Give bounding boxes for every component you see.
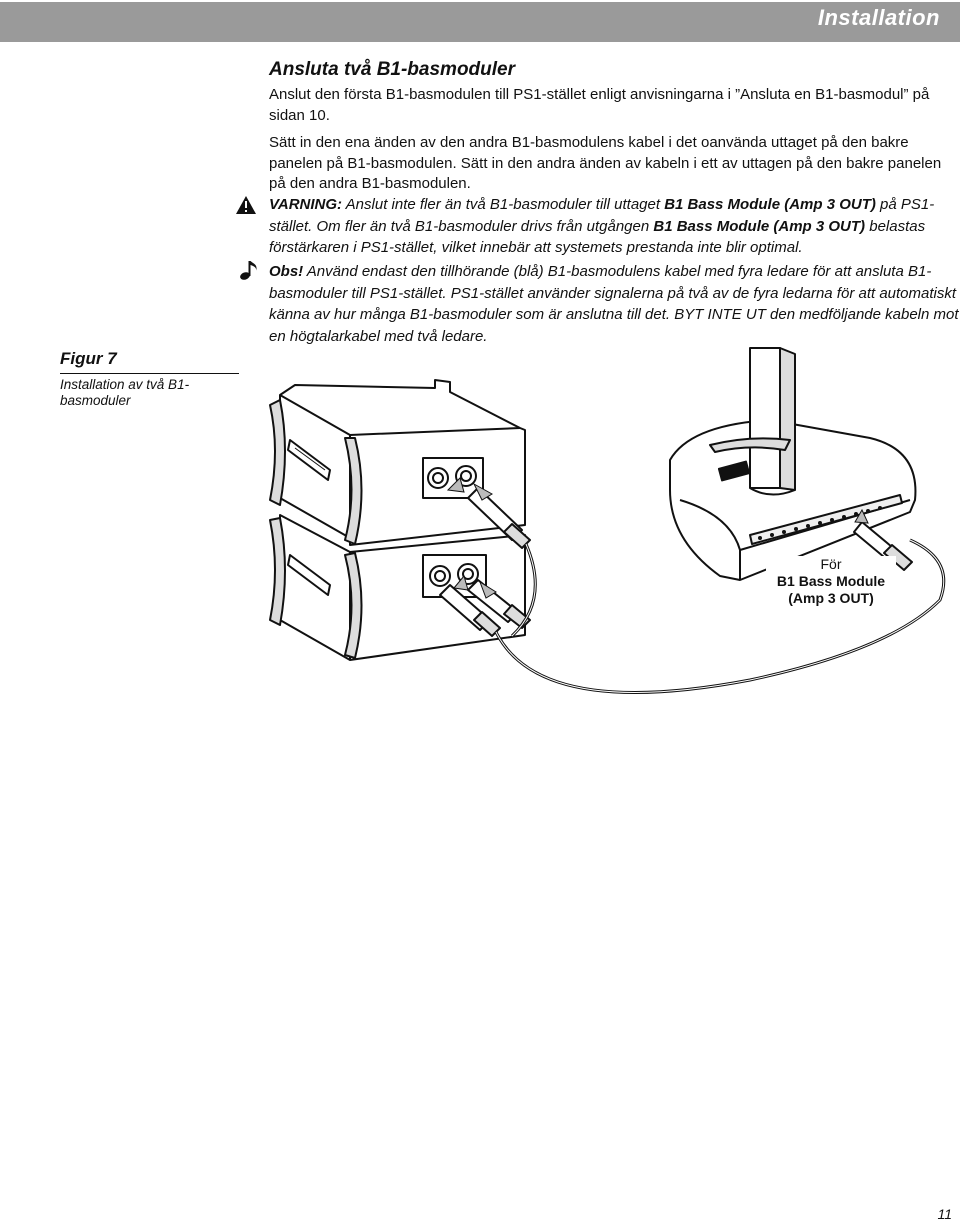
warning-bold-1: B1 Bass Module (Amp 3 OUT): [664, 196, 876, 213]
warning-callout: VARNING: Anslut inte fler än två B1-basm…: [269, 194, 959, 259]
warning-text-3: belastas förstärkaren i PS1-stället, vil…: [269, 217, 926, 257]
music-note-icon: [240, 261, 257, 280]
bass-module-top: [269, 379, 526, 546]
ps1-power-stand: [669, 347, 917, 581]
header-bar: [0, 2, 960, 42]
bass-module-bottom: [269, 514, 526, 661]
connector-label-line-1: För: [820, 556, 842, 572]
note-label: Obs!: [269, 263, 304, 280]
connector-label-line-3: (Amp 3 OUT): [788, 590, 874, 606]
connector-label: För B1 Bass Module (Amp 3 OUT): [766, 556, 896, 607]
cable-connector-ps1: [853, 521, 913, 571]
section-title: Ansluta två B1-basmoduler: [269, 59, 515, 80]
installation-illustration: [269, 347, 946, 694]
warning-text-2: på PS1-stället. Om fler än två B1-basmod…: [269, 196, 935, 235]
warning-triangle-icon: [236, 196, 256, 214]
warning-text-1: Anslut inte fler än två B1-basmoduler ti…: [342, 196, 665, 213]
arrow-icon: [446, 477, 869, 599]
connector-label-line-2: B1 Bass Module: [776, 573, 886, 589]
figure-divider: [60, 373, 239, 374]
note-callout: Obs! Använd endast den tillhörande (blå)…: [269, 261, 959, 347]
note-text: Använd endast den tillhörande (blå) B1-b…: [269, 263, 959, 345]
instruction-paragraph-1: Anslut den första B1-basmodulen till PS1…: [269, 86, 930, 124]
cable-connector-bottom-1: [439, 584, 501, 637]
warning-bold-2: B1 Bass Module (Amp 3 OUT): [653, 217, 866, 235]
figure-caption: Installation av två B1-basmoduler: [60, 377, 190, 408]
figure-label: Figur 7: [60, 349, 117, 368]
warning-label: VARNING:: [269, 196, 343, 213]
page-header-title: Installation: [817, 5, 940, 30]
page-number: 11: [937, 1206, 952, 1222]
instruction-paragraph-2: Sätt in den ena änden av den andra B1-ba…: [269, 134, 942, 192]
cable-connector-top: [467, 487, 531, 549]
